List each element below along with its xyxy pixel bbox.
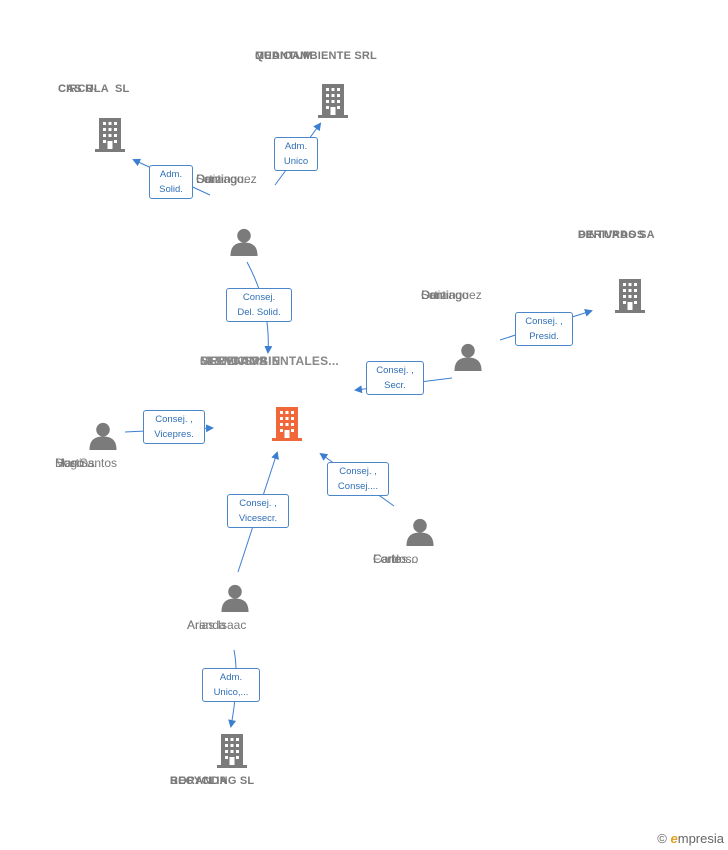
person-icon-ortiz1[interactable] (230, 228, 258, 256)
edge-label-consej-del-solid[interactable]: Consej. Del. Solid. (226, 288, 292, 322)
person-icon-dossantos[interactable] (89, 422, 117, 450)
label-line: Consej. , (155, 414, 193, 425)
brand-name: mpresia (677, 831, 724, 846)
label-line: Vicepres. (154, 429, 194, 440)
label-line: Carlos... (373, 552, 418, 566)
edge-label-consej-presid[interactable]: Consej. , Presid. (515, 312, 573, 346)
label-line: BORANDA (170, 775, 228, 787)
label-line: SERVICIOS (200, 354, 267, 368)
label-line: Dominguez (421, 288, 482, 302)
person-icon-ortiz2[interactable] (454, 343, 482, 371)
label-line: Forte (373, 552, 402, 566)
building-icon-derivados[interactable] (615, 279, 645, 313)
label-line: Solid. (159, 184, 183, 195)
label-line: Presid. (529, 331, 559, 342)
label-line: Ortiz (421, 288, 447, 302)
label-line: Aranda (187, 618, 226, 632)
label-line: QUANTUM (255, 50, 313, 62)
label-line: Adm. (284, 141, 308, 152)
label-line: Consej. , (525, 316, 563, 327)
building-icon-cas[interactable] (95, 118, 125, 152)
edge-label-consej-vicepres[interactable]: Consej. , Vicepres. (143, 410, 205, 444)
brand-footer[interactable]: © empresia (657, 831, 724, 846)
label-line: PINTURAS SA (578, 229, 655, 241)
copyright-icon: © (657, 831, 667, 846)
label-line: Santiago... (196, 172, 254, 186)
edge-label-consej-secr[interactable]: Consej. , Secr. (366, 361, 424, 395)
person-icon-forte[interactable] (406, 518, 434, 546)
edge-label-consej-consej[interactable]: Consej. , Consej.... (327, 462, 389, 496)
edge-label-consej-vicesecr[interactable]: Consej. , Vicesecr. (227, 494, 289, 528)
building-icon-boranda[interactable] (217, 734, 247, 768)
label-line: Del. Solid. (237, 307, 281, 318)
edge-label-adm-unico-boranda[interactable]: Adm. Unico,... (202, 668, 260, 702)
label-line: Martins (55, 456, 95, 470)
edge-label-adm-solid-cas[interactable]: Adm. Solid. (149, 165, 193, 199)
label-line: Consej.... (337, 481, 379, 492)
label-line: MEDIOAMBIENTALES... (200, 354, 339, 368)
person-icon-aranda[interactable] (221, 584, 249, 612)
label-line: DE (578, 229, 594, 241)
label-line: Dominguez (196, 172, 257, 186)
label-line: Adm. (159, 169, 183, 180)
label-line: CAS R- (58, 83, 98, 95)
label-line: GREENSPAIN (200, 354, 281, 368)
label-line: CIRCULA SL (58, 83, 130, 95)
label-line: Dos Santos (55, 456, 118, 470)
label-line: Unico (283, 156, 309, 167)
building-icon-quantum[interactable] (318, 84, 348, 118)
label-line: Unico,... (213, 687, 249, 698)
label-line: DERIVADOS (578, 229, 645, 241)
label-line: RECYCLING SL (170, 775, 255, 787)
label-line: Consej. , (339, 466, 377, 477)
label-line: MEDIOAMBIENTE SRL (255, 50, 377, 62)
building-icon-main[interactable] (272, 407, 302, 441)
edge-label-adm-unico-quantum[interactable]: Adm. Unico (274, 137, 318, 171)
label-line: Cardoso (373, 552, 419, 566)
label-line: Adm. (219, 672, 243, 683)
label-line: Arias Isaac (187, 618, 247, 632)
brand-initial: e (670, 831, 678, 846)
label-line: Consej. , (239, 498, 277, 509)
label-line: Ortiz (196, 172, 222, 186)
label-line: Vicesecr. (238, 513, 278, 524)
label-line: Santiago (421, 288, 469, 302)
label-line: Consej. , (376, 365, 414, 376)
label-line: Consej. (242, 292, 276, 303)
label-line: Hugo ... (55, 456, 98, 470)
label-line: Secr. (384, 380, 406, 391)
